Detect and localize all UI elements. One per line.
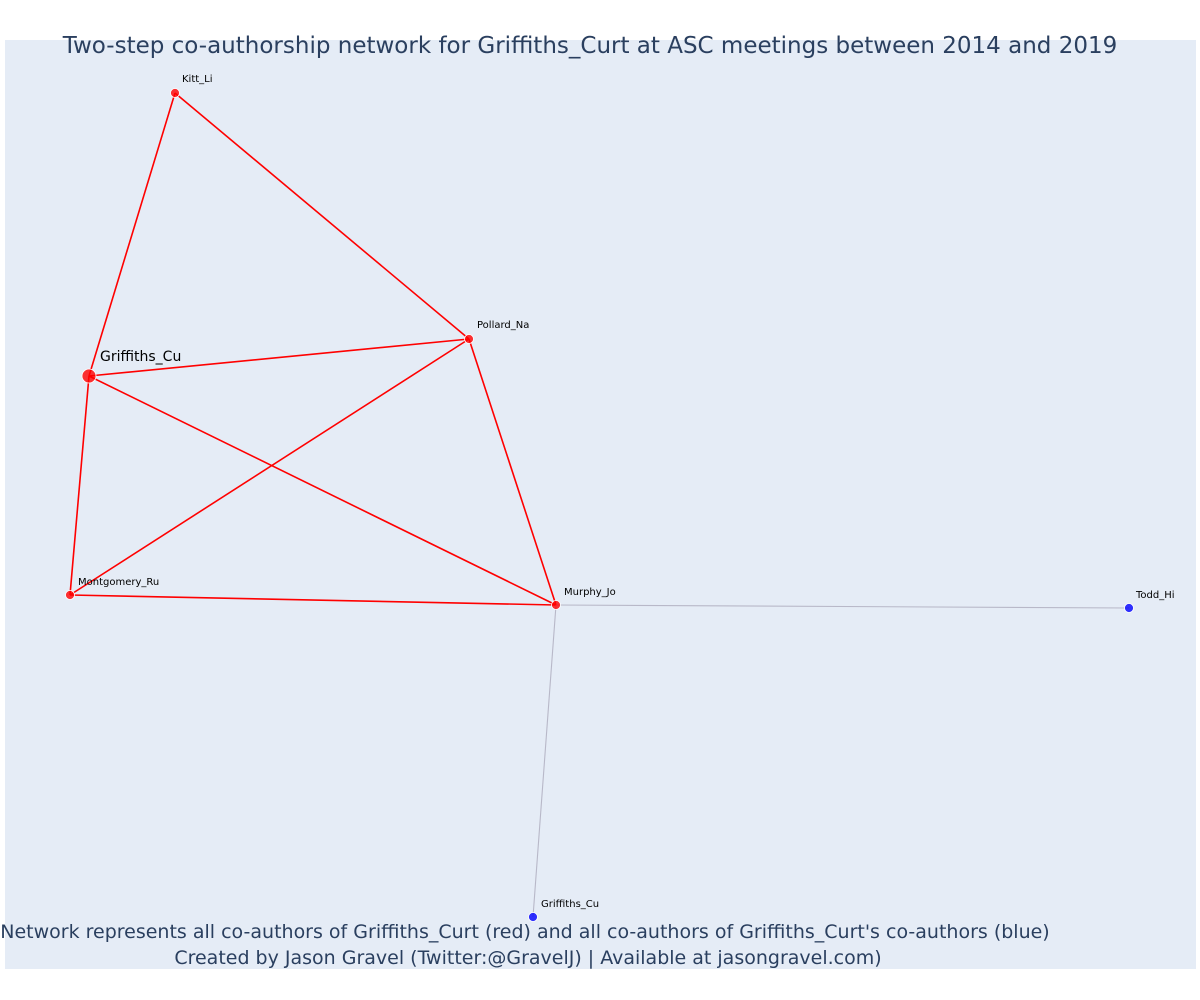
edge-griffiths_main-murphy [88,375,557,606]
edge-griffiths_main-montgomery [69,375,90,596]
edge-montgomery-pollard [69,338,470,596]
edge-montgomery-murphy [69,594,557,606]
node-pollard[interactable] [464,334,474,344]
node-label-griffiths_2: Griffiths_Cu [541,899,599,910]
node-griffiths_main[interactable] [81,368,97,384]
node-label-montgomery: Montgomery_Ru [78,577,159,588]
edge-kitt-pollard [174,92,470,340]
edge-pollard-murphy [468,338,557,606]
node-montgomery[interactable] [65,590,75,600]
labels-layer: Kitt_LiPollard_NaGriffiths_CuMontgomery_… [78,74,1175,910]
node-label-kitt: Kitt_Li [182,74,213,85]
nodes-layer [65,88,1134,922]
caption-line-1: Network represents all co-authors of Gri… [0,921,1049,943]
node-label-griffiths_main: Griffiths_Cu [100,349,181,365]
node-label-todd: Todd_Hi [1135,590,1175,601]
edge-murphy-griffiths_2 [532,604,557,918]
edge-kitt-griffiths_main [88,92,176,377]
node-murphy[interactable] [551,600,561,610]
caption-line-2: Created by Jason Gravel (Twitter:@Gravel… [174,947,881,969]
edge-murphy-todd [555,604,1130,609]
node-todd[interactable] [1124,603,1134,613]
chart-title: Two-step co-authorship network for Griff… [62,33,1118,59]
edges-layer [69,92,1130,918]
edge-griffiths_main-pollard [88,338,470,377]
node-label-pollard: Pollard_Na [477,320,529,331]
node-griffiths_2[interactable] [528,912,538,922]
plot-area [5,40,1196,969]
node-label-murphy: Murphy_Jo [564,587,616,598]
node-kitt[interactable] [170,88,180,98]
